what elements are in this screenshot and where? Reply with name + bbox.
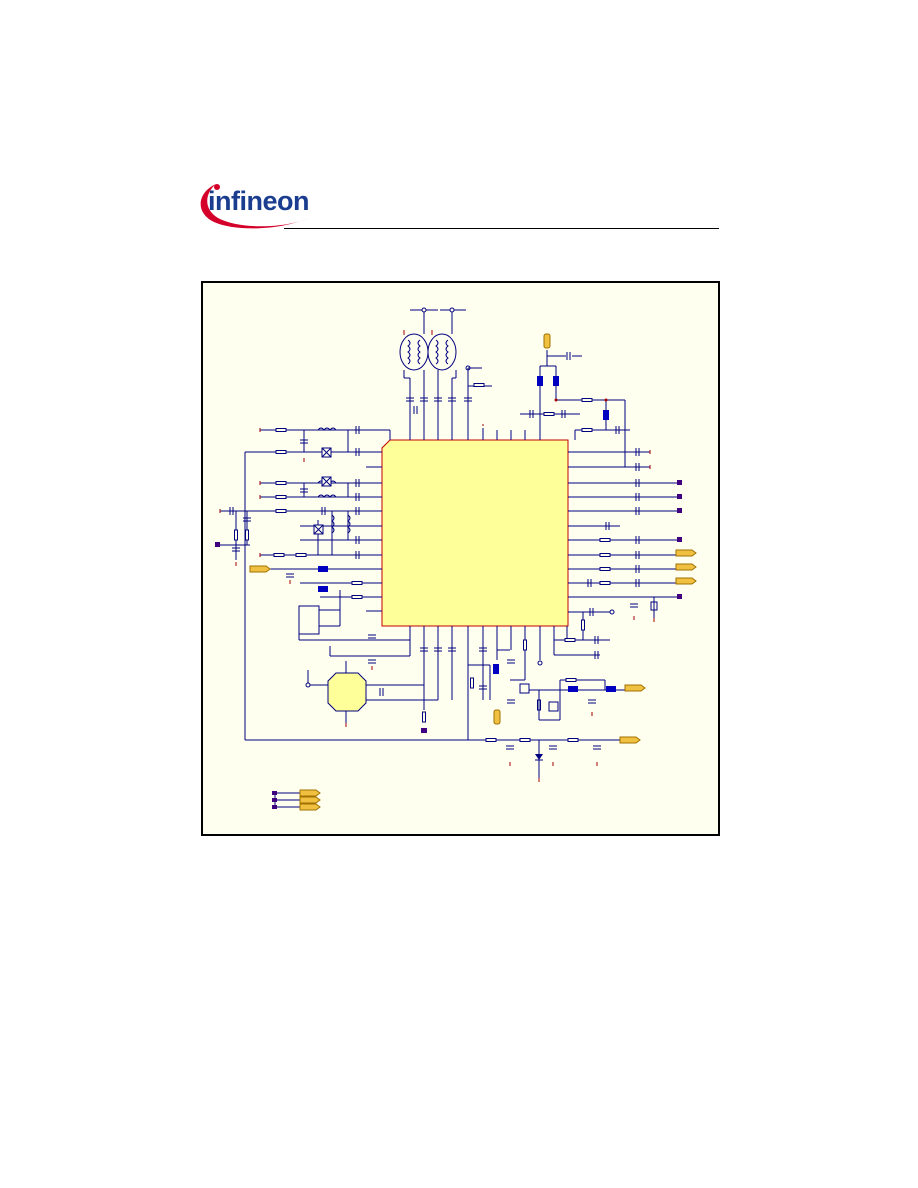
logo-dot-icon xyxy=(214,184,220,190)
header-divider xyxy=(284,228,719,229)
res-supply-1 xyxy=(581,398,593,402)
right-pads xyxy=(677,480,682,599)
ground-marks xyxy=(219,330,655,782)
connector-right-output-2 xyxy=(619,736,641,744)
cap-osc-1 xyxy=(367,634,377,639)
res-supply-2 xyxy=(543,412,555,416)
balun-transformer-left xyxy=(399,312,429,395)
res-module-1 xyxy=(422,711,426,723)
pad-bottom-1 xyxy=(421,728,427,733)
crystal-oscillator-module xyxy=(298,590,411,657)
ferrite-bead-2 xyxy=(553,376,559,386)
infineon-logo xyxy=(200,184,308,229)
inductors-left xyxy=(317,427,351,534)
top-pin-capacitors xyxy=(405,397,473,415)
connector-vcc-top xyxy=(543,333,551,349)
connector-bottom-left-1 xyxy=(299,789,321,797)
ferrite-bead-left-1 xyxy=(318,566,328,572)
connector-right-1 xyxy=(675,549,697,557)
connector-right-3 xyxy=(675,577,697,585)
ferrite-bead-bottom-2 xyxy=(568,686,578,692)
ferrite-bead-1 xyxy=(537,376,543,386)
pad-left-1 xyxy=(215,542,220,547)
ferrite-bead-bottom-1 xyxy=(493,664,499,674)
ferrite-bead-bottom-3 xyxy=(606,686,616,692)
bottom-wiring xyxy=(468,611,640,741)
connector-bottom-vertical xyxy=(493,709,501,725)
bottom-right-components xyxy=(485,607,602,750)
connector-left-input xyxy=(249,565,271,573)
rf-switch-diodes xyxy=(313,447,332,535)
rf-ports-top xyxy=(410,307,482,395)
chip-pins-top xyxy=(409,395,541,440)
test-point-1 xyxy=(305,682,311,688)
right-diode-pair xyxy=(650,597,658,618)
connector-right-2 xyxy=(675,563,697,571)
zener-diode-icon xyxy=(535,740,543,778)
connector-bottom-left-2 xyxy=(299,796,321,804)
chip-pins-left xyxy=(366,451,382,612)
connector-group-bottom-left xyxy=(274,792,300,808)
connector-bottom-left-3 xyxy=(299,803,321,811)
main-ic-chip xyxy=(381,439,569,627)
top-resistor xyxy=(473,383,485,387)
chip-pins-bottom xyxy=(409,626,555,740)
test-point-2 xyxy=(537,660,543,666)
cap-osc-2 xyxy=(367,659,377,664)
cap-supply-1 xyxy=(566,351,571,361)
chip-pins-right xyxy=(568,451,678,598)
test-point-3 xyxy=(609,609,615,615)
logo-wordmark: infineon xyxy=(208,186,309,216)
connector-right-output-1 xyxy=(624,684,646,692)
balun-transformer-right xyxy=(427,312,457,395)
ferrite-bead-left-2 xyxy=(318,586,328,592)
cap-module-1 xyxy=(379,687,384,697)
logo-swoosh-icon xyxy=(200,184,308,229)
res-supply-3 xyxy=(581,428,593,432)
ferrite-bead-3 xyxy=(603,410,609,420)
rounded-module-ic xyxy=(307,661,438,723)
